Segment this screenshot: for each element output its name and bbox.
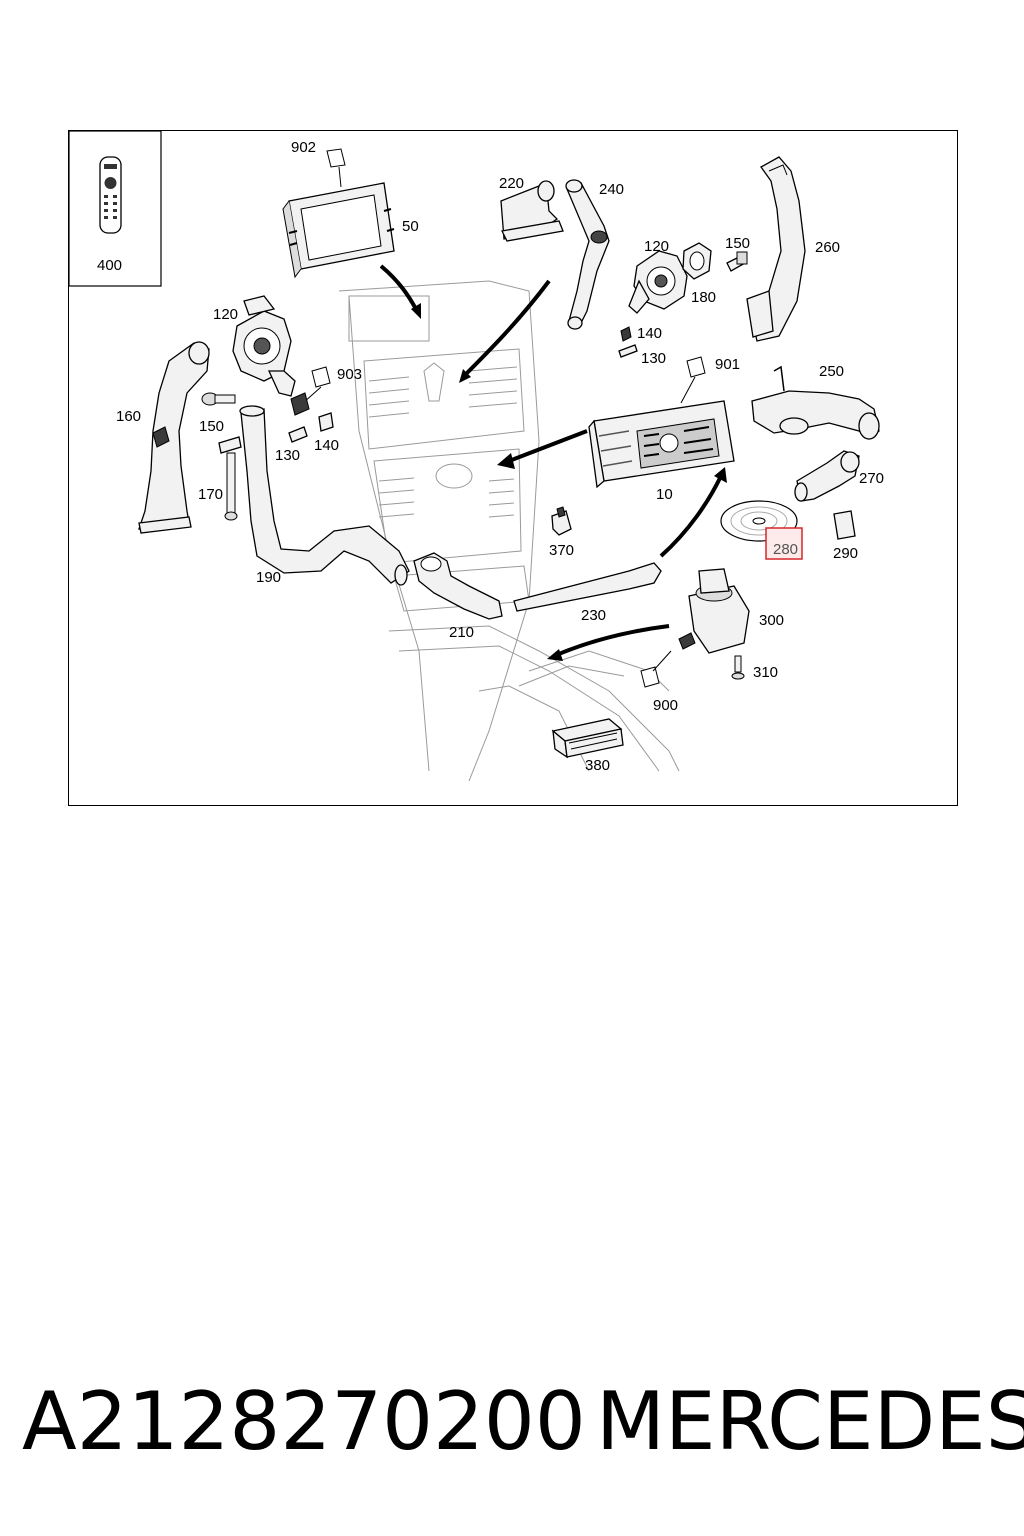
callout-903: 903 [337,366,362,383]
blower-motor-120-left [232,295,296,397]
callout-260: 260 [815,239,840,256]
callout-140-top: 140 [637,325,662,342]
trim-strip-230 [513,562,662,612]
callout-370: 370 [549,542,574,559]
callout-130-top: 130 [641,350,666,367]
air-duct-190 [239,405,410,586]
connector-903 [290,392,310,416]
screw-150-left [201,392,236,406]
air-duct-240 [565,179,610,330]
screw-170 [218,436,242,521]
callout-180: 180 [691,289,716,306]
callout-120-left: 120 [213,306,238,323]
blower-motor-120-top [628,250,688,314]
grommet-180 [682,242,712,280]
card-290 [833,510,856,540]
footer-caption: A2128270200 MERCEDES [22,1372,1024,1472]
screw-310 [731,655,745,680]
callout-902: 902 [291,139,316,156]
dashboard-outline [338,280,680,782]
callout-170: 170 [198,486,223,503]
exploded-view-drawing: 400 [69,131,884,782]
callout-130-left: 130 [275,447,300,464]
air-duct-270 [794,450,860,502]
callout-290: 290 [833,545,858,562]
callout-160: 160 [116,408,141,425]
callout-400: 400 [97,257,122,274]
callout-150-top: 150 [725,235,750,252]
label-tag-902 [326,148,346,188]
callout-240: 240 [599,181,624,198]
callout-210: 210 [449,624,474,641]
callout-220: 220 [499,175,524,192]
air-duct-260 [746,156,806,342]
callout-140-left: 140 [314,437,339,454]
controller-300 [678,568,750,654]
air-duct-250 [751,365,880,440]
remote-key-icon [99,156,122,234]
callout-900: 900 [653,697,678,714]
air-duct-160 [138,341,210,534]
label-tag-903 [302,366,331,404]
clips-140-130-top [618,326,638,358]
callout-120-top: 120 [644,238,669,255]
screw-150-top [726,251,748,272]
label-tag-901 [680,356,706,404]
tray-380 [551,718,624,759]
highlight-box-280 [765,527,803,560]
callout-250: 250 [819,363,844,380]
callout-labels: 902 50 220 240 120 150 260 180 140 130 9… [116,139,884,774]
callout-280: 280 [773,541,798,558]
callout-150-left: 150 [199,418,224,435]
head-unit-10 [588,400,735,489]
callout-380: 380 [585,757,610,774]
air-duct-220 [500,180,564,242]
assembly-arrows [379,264,727,661]
callout-190: 190 [256,569,281,586]
callout-50: 50 [402,218,419,235]
callout-270: 270 [859,470,884,487]
clips-130-140-left [288,412,334,443]
callout-300: 300 [759,612,784,629]
inset-box-400: 400 [69,131,162,287]
parts-diagram: 400 [68,130,958,806]
callout-230: 230 [581,607,606,624]
part-number: A2128270200 [22,1375,586,1468]
callout-10: 10 [656,486,673,503]
callout-901: 901 [715,356,740,373]
vent-210 [413,552,503,620]
label-tag-900 [640,650,672,688]
brand-name: MERCEDES [596,1375,1024,1468]
display-unit-50 [282,182,395,279]
clip-370 [551,506,572,536]
callout-310: 310 [753,664,778,681]
